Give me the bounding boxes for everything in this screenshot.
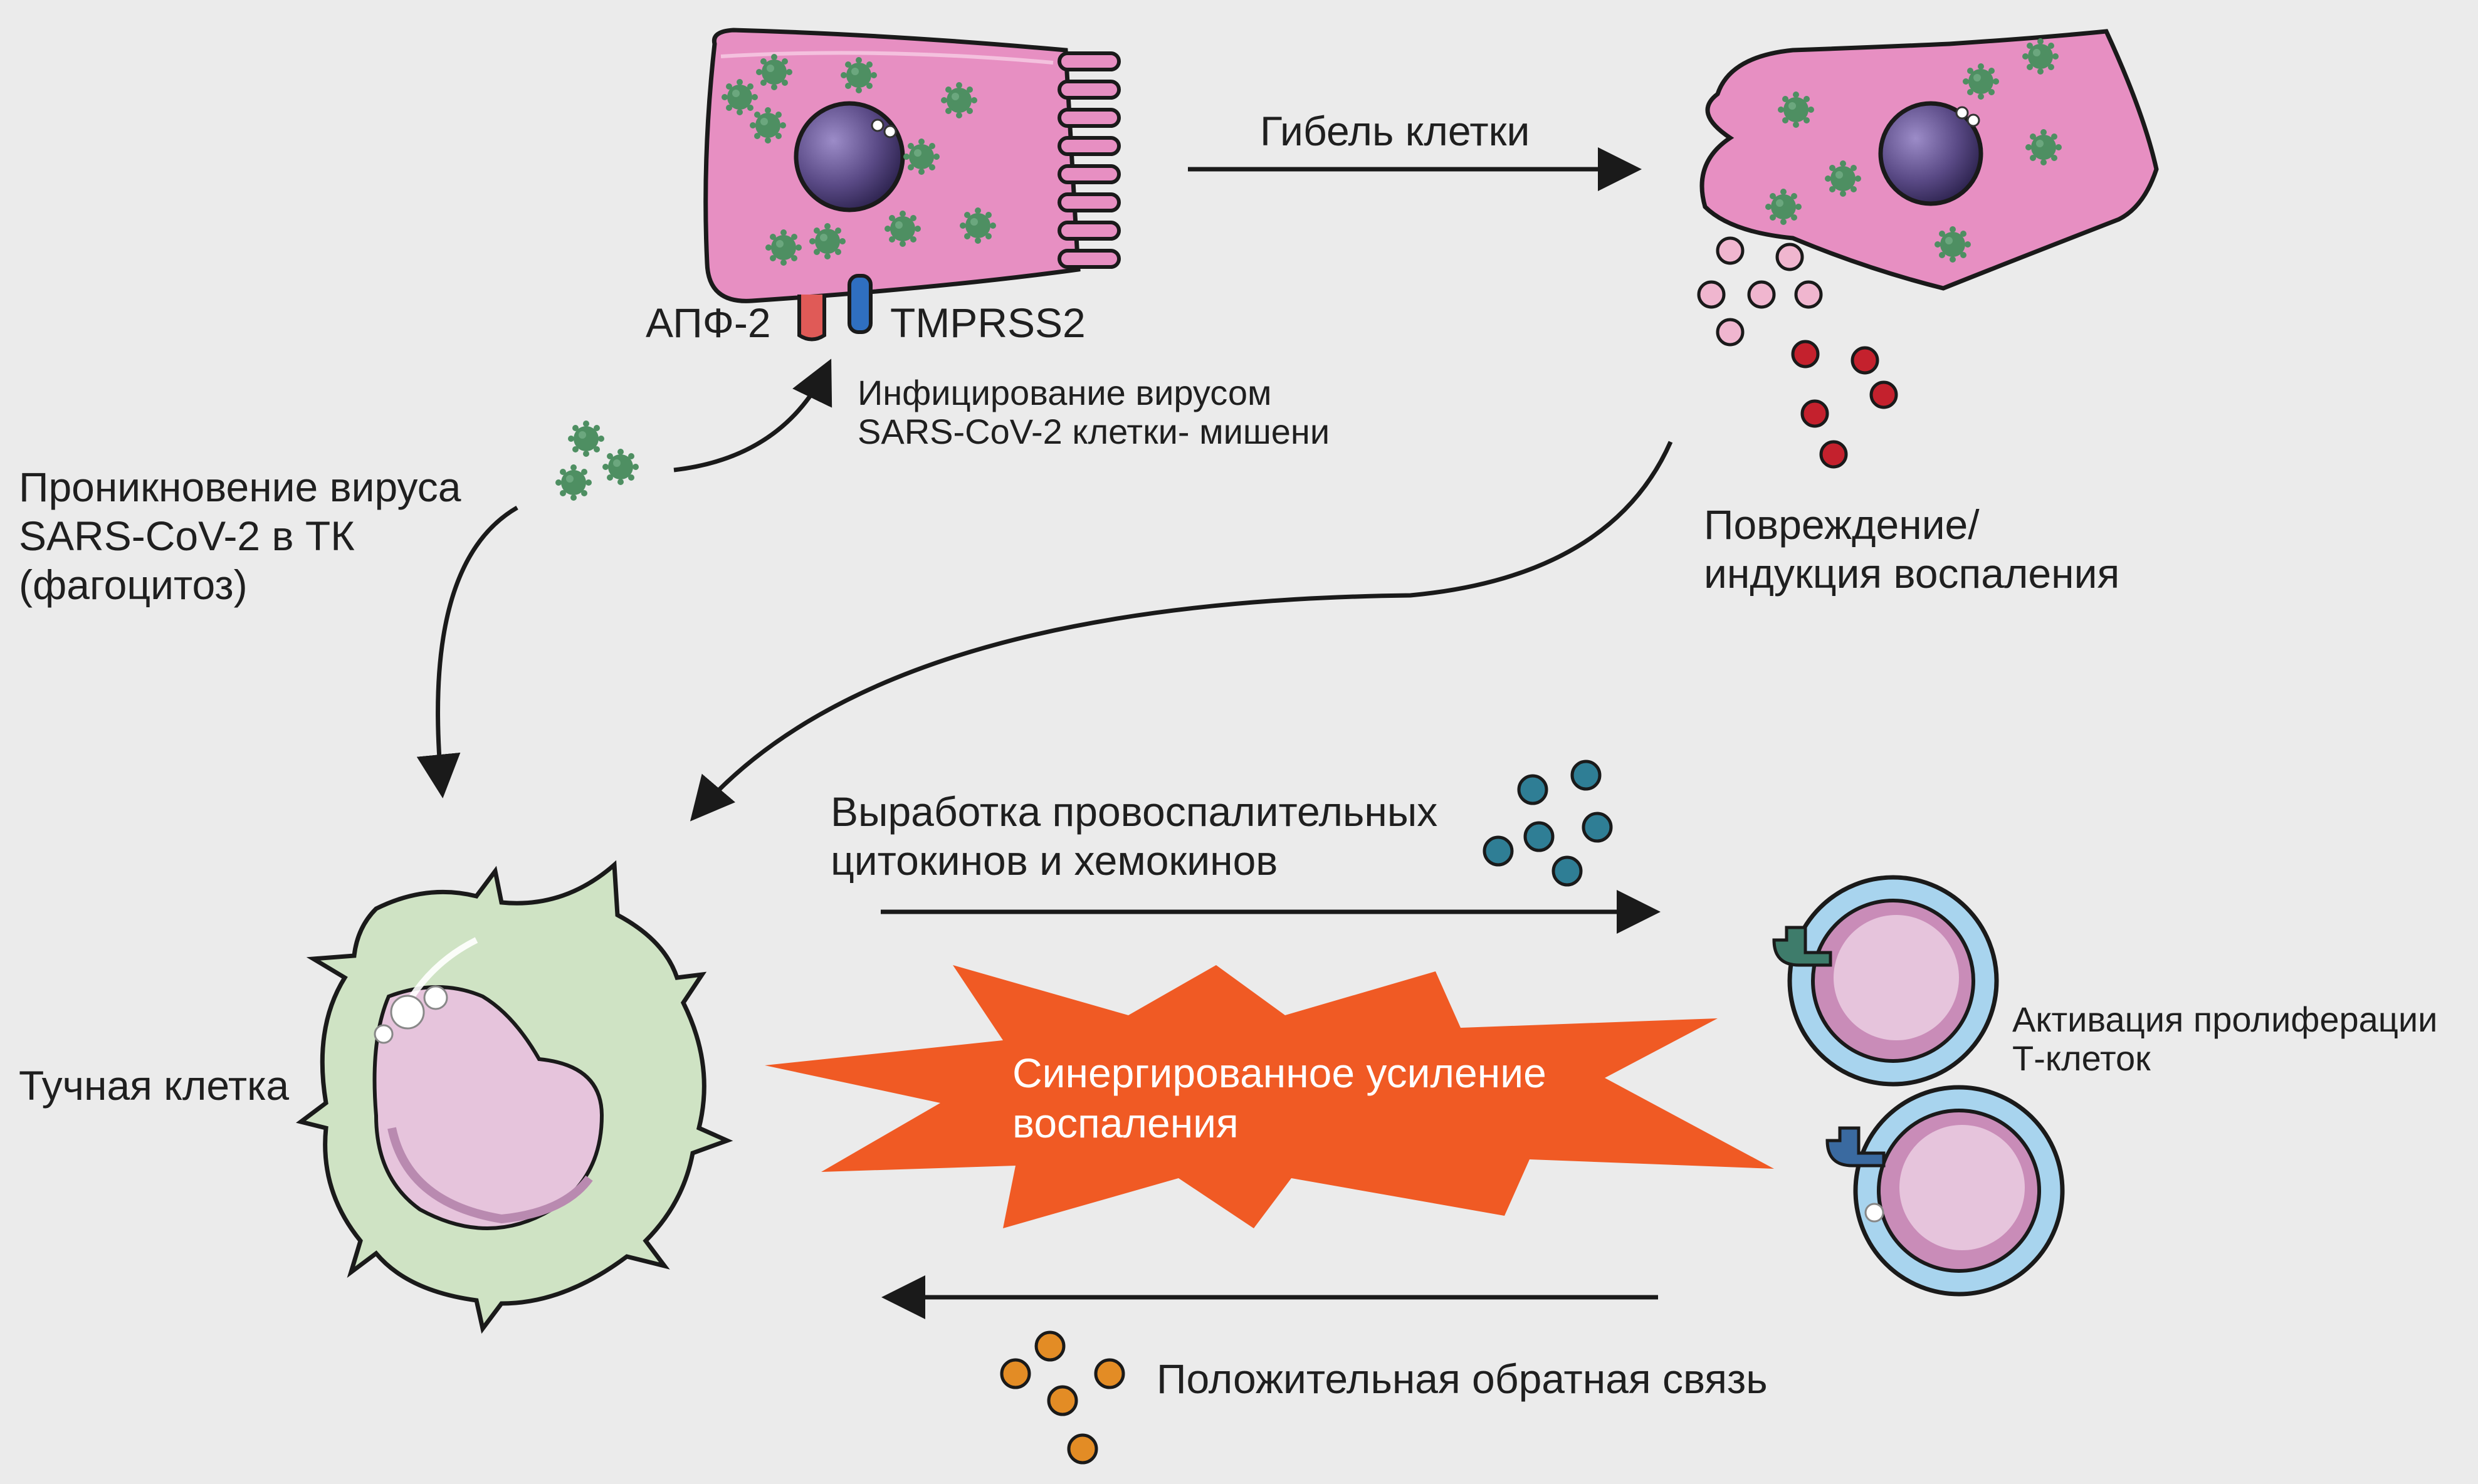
infection-label-line1: Инфицирование вирусом <box>858 373 1272 412</box>
receptor-icon <box>848 274 873 334</box>
nucleus-icon <box>1878 101 1983 206</box>
cytokines-label-line1: Выработка провоспалительных <box>831 788 1438 835</box>
arrow-icon <box>416 147 1673 1319</box>
synergy-label-line2: воспаления <box>1012 1100 1239 1146</box>
entry-label-line3: (фагоцитоз) <box>19 562 248 608</box>
feedback-molecules <box>1000 1330 1125 1465</box>
free-viruses <box>555 421 639 501</box>
dying-cell <box>1699 29 2159 291</box>
receptor-icon <box>1772 926 1832 967</box>
cytokines-label-line2: цитокинов и хемокинов <box>831 837 1278 884</box>
nucleus-icon <box>794 101 905 212</box>
cell-death-label: Гибель клетки <box>1260 108 1530 154</box>
tcell-label-line2: Т-клеток <box>2012 1038 2151 1078</box>
mast-cell-label: Тучная клетка <box>19 1062 290 1109</box>
feedback-label: Положительная обратная связь <box>1157 1356 1768 1402</box>
damage-particles <box>1697 236 1898 469</box>
ace2-label: АПФ-2 <box>646 300 771 346</box>
t-cell-top <box>1772 875 1999 1087</box>
entry-label-line1: Проникновение вируса <box>19 464 461 510</box>
receptor-icon <box>797 295 826 342</box>
infection-label-line2: SARS-CoV-2 клетки- мишени <box>858 412 1330 451</box>
entry-label-line2: SARS-CoV-2 в ТК <box>19 513 355 559</box>
receptor-icon <box>1825 1126 1886 1168</box>
cytokines <box>1483 760 1613 887</box>
mast-cell <box>296 860 733 1334</box>
damage-label-line1: Повреждение/ <box>1704 501 1980 548</box>
infected-epithelial-cell <box>703 28 1121 342</box>
tmprss2-label: TMPRSS2 <box>890 300 1086 346</box>
tcell-label-line1: Активация пролиферации <box>2012 1000 2438 1039</box>
burst-icon <box>765 965 1774 1228</box>
damage-label-line2: индукция воспаления <box>1704 550 2120 597</box>
t-cell-bottom <box>1825 1085 2065 1297</box>
synergy-label-line1: Синергированное усиление <box>1012 1050 1546 1096</box>
